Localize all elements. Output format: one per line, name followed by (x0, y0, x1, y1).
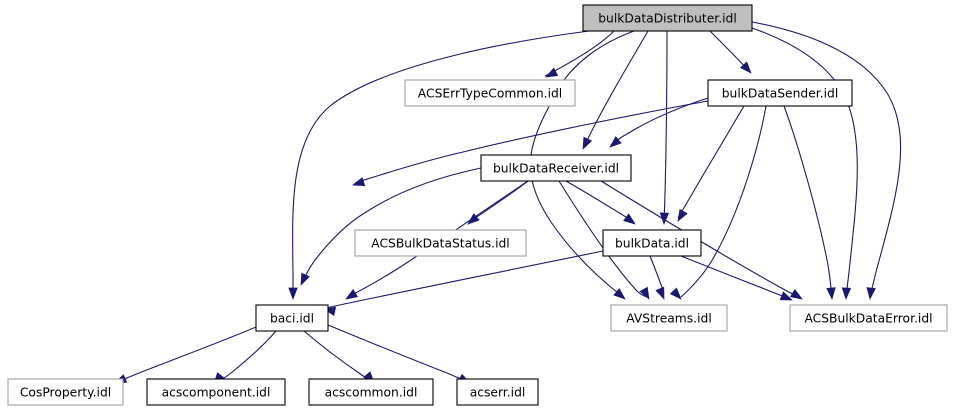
node-label-bulkDataSender: bulkDataSender.idl (722, 87, 839, 101)
node-ACSBulkDataError[interactable]: ACSBulkDataError.idl (789, 304, 948, 332)
arrowhead (669, 287, 682, 300)
node-bulkDataDistributer[interactable]: bulkDataDistributer.idl (582, 4, 753, 32)
node-CosProperty[interactable]: CosProperty.idl (7, 378, 124, 406)
node-label-AVStreams: AVStreams.idl (626, 312, 711, 326)
node-acserr[interactable]: acserr.idl (456, 378, 539, 406)
arrowhead (613, 288, 626, 300)
edge-bulkDataSender-to-bulkDataReceiver (610, 97, 709, 146)
edge-bulkDataSender-to-AVStreams (680, 105, 767, 298)
arrowhead (739, 61, 752, 74)
node-bulkDataSender[interactable]: bulkDataSender.idl (707, 79, 853, 107)
node-bulkData[interactable]: bulkData.idl (602, 229, 702, 257)
node-box-bulkDataSender[interactable] (707, 79, 853, 107)
node-box-AVStreams[interactable] (610, 304, 728, 332)
node-label-bulkDataDistributer: bulkDataDistributer.idl (598, 12, 737, 26)
node-label-ACSErrTypeCommon: ACSErrTypeCommon.idl (418, 87, 562, 101)
node-baci[interactable]: baci.idl (255, 304, 329, 332)
node-label-acserr: acserr.idl (470, 386, 526, 400)
arrowheads-layer (114, 61, 876, 385)
arrowhead (841, 287, 852, 300)
edge-bulkDataDistributer-to-bulkDataReceiver (583, 30, 649, 148)
node-bulkDataReceiver[interactable]: bulkDataReceiver.idl (480, 154, 632, 182)
node-box-acscommon[interactable] (308, 378, 434, 406)
edge-bulkData-to-AVStreams (649, 255, 664, 291)
node-label-CosProperty: CosProperty.idl (20, 386, 111, 400)
edge-bulkDataSender-to-baci (354, 100, 709, 184)
arrowhead (545, 67, 559, 78)
edge-bulkDataDistributer-to-bulkData (663, 30, 668, 223)
arrowhead (352, 177, 366, 187)
node-label-ACSBulkDataStatus: ACSBulkDataStatus.idl (371, 237, 509, 251)
arrowhead (779, 291, 793, 301)
node-box-bulkDataReceiver[interactable] (480, 154, 632, 182)
node-box-ACSBulkDataStatus[interactable] (354, 229, 527, 257)
node-label-bulkData: bulkData.idl (615, 237, 689, 251)
nodes-layer: bulkDataDistributer.idlACSErrTypeCommon.… (7, 4, 948, 406)
edge-baci-to-acserr (327, 324, 469, 383)
edges-layer (116, 21, 902, 384)
node-label-bulkDataReceiver: bulkDataReceiver.idl (493, 162, 619, 176)
edge-bulkDataDistributer-to-ACSErrTypeCommon (544, 30, 615, 77)
node-AVStreams[interactable]: AVStreams.idl (610, 304, 728, 332)
node-ACSBulkDataStatus[interactable]: ACSBulkDataStatus.idl (354, 229, 527, 257)
arrowhead (288, 287, 298, 300)
edge-bulkDataDistributer-to-ACSBulkDataError (751, 27, 858, 298)
arrowhead (623, 213, 636, 225)
arrowhead (659, 212, 670, 225)
node-box-CosProperty[interactable] (7, 378, 124, 406)
node-label-acscommon: acscommon.idl (325, 386, 418, 400)
edge-bulkData-to-ACSBulkDataError (680, 255, 791, 300)
edge-bulkDataReceiver-to-AVStreams (558, 180, 648, 298)
arrowhead (639, 286, 650, 300)
node-box-ACSErrTypeCommon[interactable] (404, 79, 576, 107)
node-box-baci[interactable] (255, 304, 329, 332)
arrowhead (866, 287, 876, 300)
node-box-acserr[interactable] (456, 378, 539, 406)
arrowhead (467, 213, 480, 225)
node-label-baci: baci.idl (270, 312, 314, 326)
arrowhead (677, 208, 688, 222)
edge-bulkDataDistributer-to-baci (292, 30, 590, 297)
edge-baci-to-CosProperty (116, 326, 257, 383)
node-box-acscomponent[interactable] (146, 378, 286, 406)
arrowhead (789, 288, 803, 300)
arrowhead (826, 287, 836, 300)
node-acscomponent[interactable]: acscomponent.idl (146, 378, 286, 406)
arrowhead (655, 286, 665, 300)
edge-ACSBulkDataStatus_spacer-to-baci (301, 167, 482, 284)
arrowhead (345, 288, 359, 300)
node-label-ACSBulkDataError: ACSBulkDataError.idl (804, 312, 932, 326)
edge-baci-to-acscomponent (215, 330, 277, 384)
edge-bulkDataDistributer-to-ACSBulkDataError (751, 21, 902, 298)
node-box-bulkDataDistributer[interactable] (582, 4, 753, 32)
node-box-bulkData[interactable] (602, 229, 702, 257)
node-ACSErrTypeCommon[interactable]: ACSErrTypeCommon.idl (404, 79, 576, 107)
node-box-ACSBulkDataError[interactable] (789, 304, 948, 332)
edge-bulkDataReceiver-to-bulkData (565, 180, 635, 223)
edge-bulkDataSender-to-bulkData (677, 105, 745, 219)
arrowhead (300, 272, 310, 286)
edge-bulkDataSender-to-ACSBulkDataError (783, 105, 833, 298)
arrowhead (609, 136, 622, 148)
node-acscommon[interactable]: acscommon.idl (308, 378, 434, 406)
edge-bulkData-to-baci (325, 250, 604, 309)
node-label-acscomponent: acscomponent.idl (162, 386, 271, 400)
arrowhead (582, 136, 593, 150)
